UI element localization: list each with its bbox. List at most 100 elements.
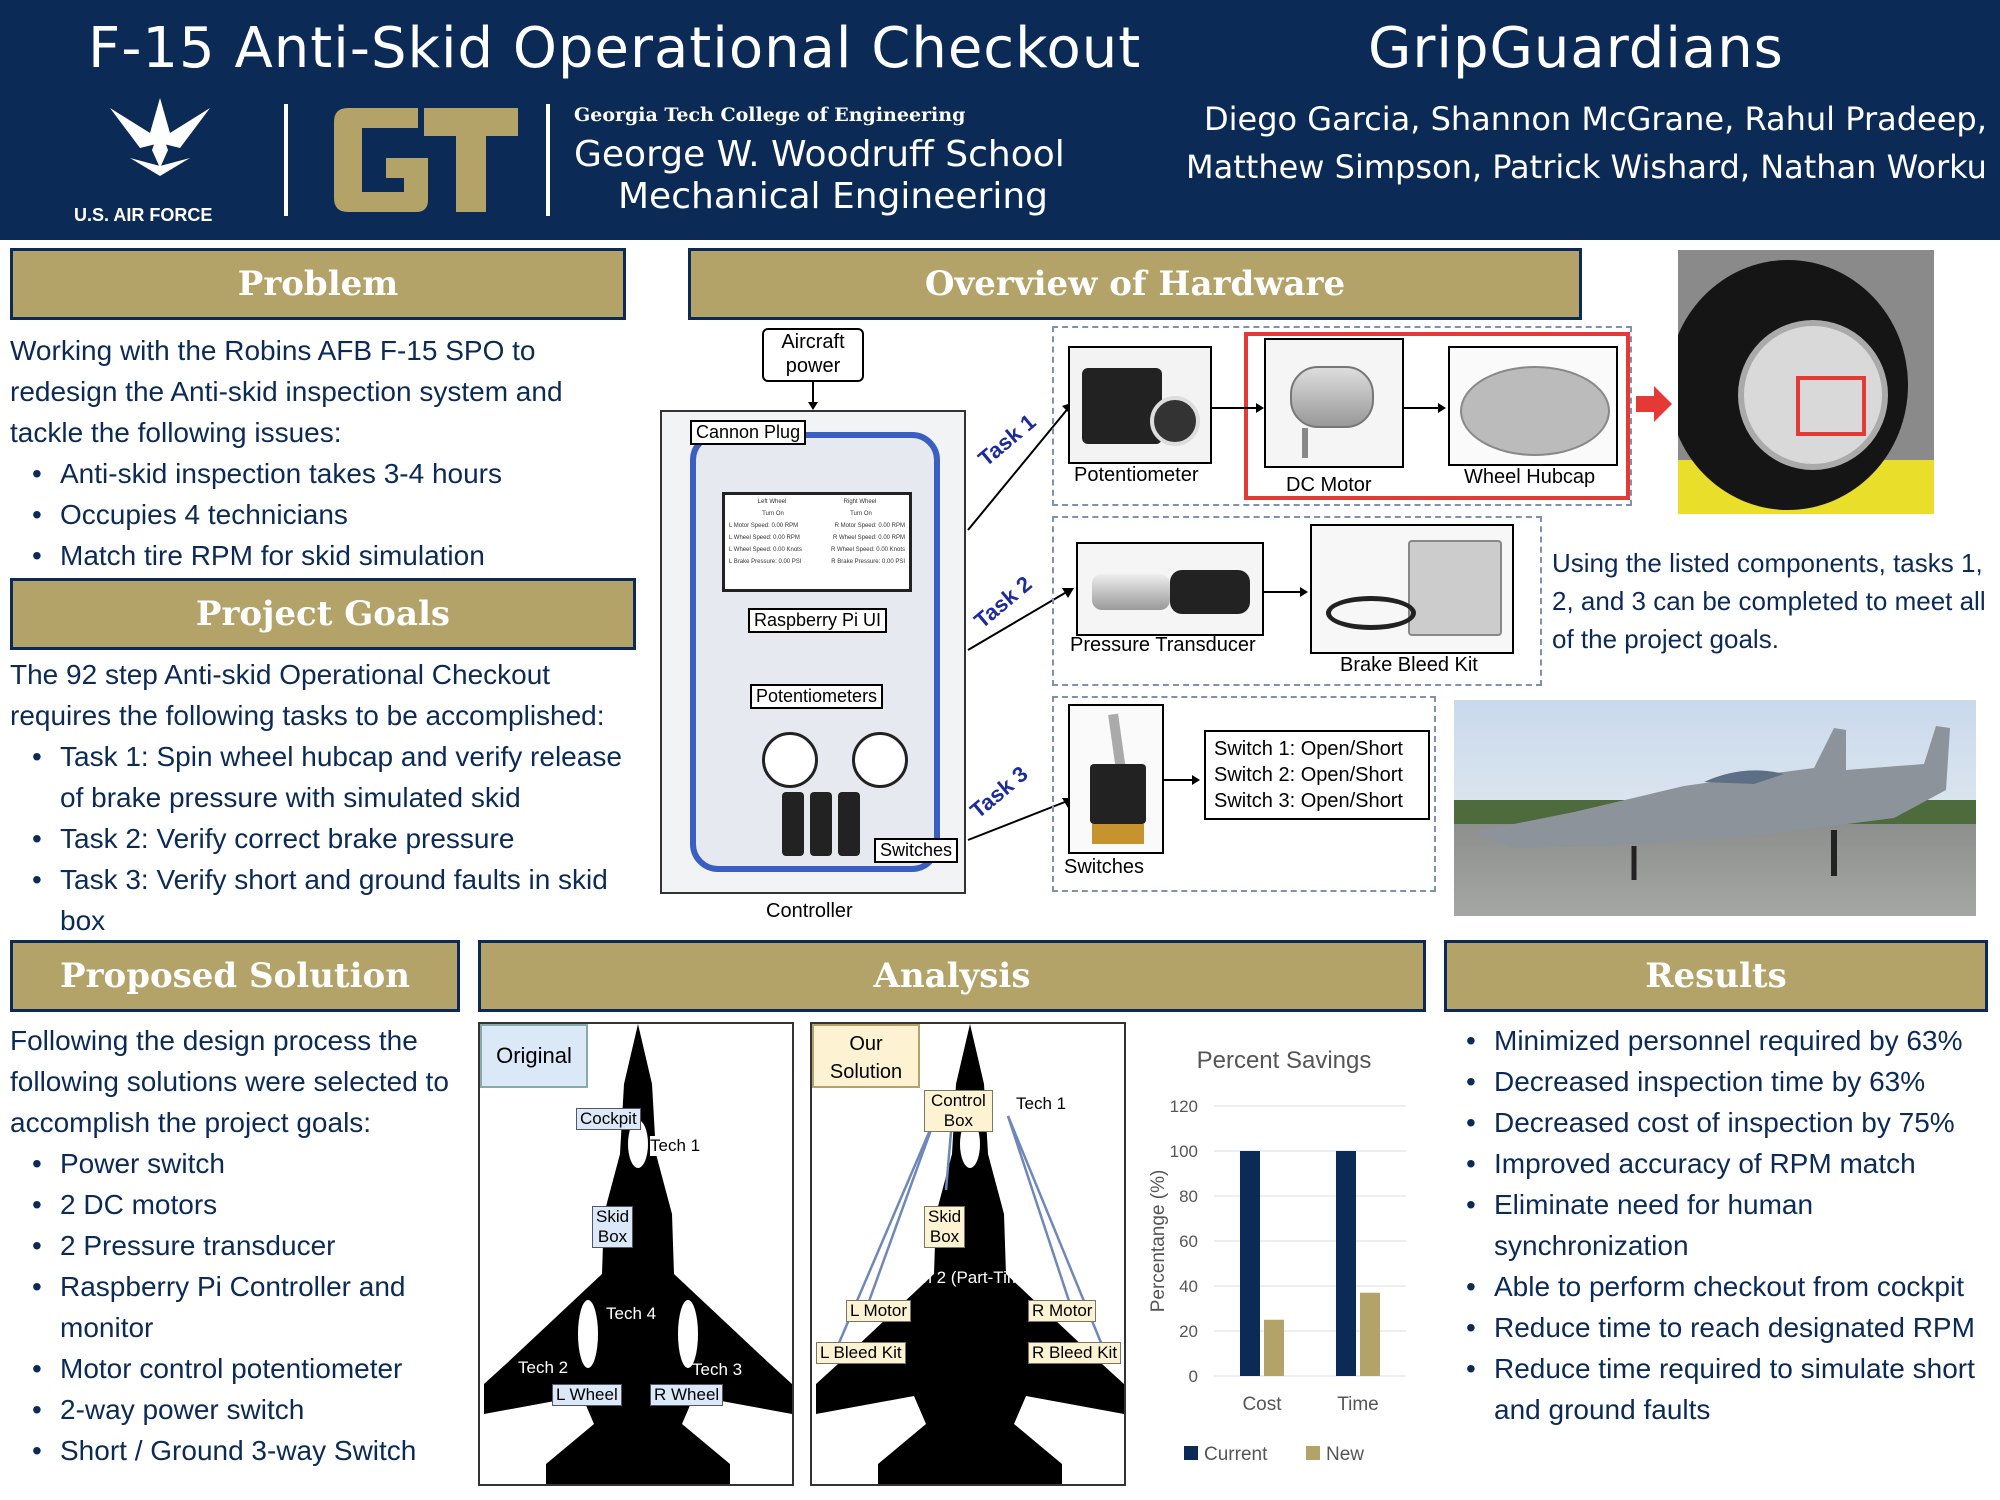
bar-new-time (1360, 1292, 1380, 1376)
gt-school-line-1: George W. Woodruff School (574, 134, 1065, 175)
legend-swatch-new (1306, 1446, 1320, 1460)
y-tick-label: 120 (1170, 1097, 1198, 1116)
task-2-connector (1264, 587, 1308, 597)
aircraft-power-box: Aircraft power (762, 328, 864, 382)
problem-section: Working with the Robins AFB F-15 SPO to … (10, 330, 630, 576)
gt-college: Georgia Tech College of Engineering (574, 104, 966, 126)
hardware-heading: Overview of Hardware (688, 248, 1582, 320)
jet-icon (1474, 726, 1950, 880)
f15-aircraft-photo (1454, 700, 1976, 916)
analysis-heading: Analysis (478, 940, 1426, 1012)
power-arrow-icon (808, 382, 818, 410)
y-tick-label: 40 (1179, 1277, 1198, 1296)
list-item: Eliminate need for human synchronization (1444, 1184, 1996, 1266)
tech2-part-time-label: Tech 2 (Part-Time) (896, 1268, 1037, 1287)
solution-intro: Following the design process the followi… (10, 1025, 449, 1138)
y-tick-label: 100 (1170, 1142, 1198, 1161)
hubcap-icon (1460, 366, 1610, 456)
logo-divider-2 (546, 104, 550, 216)
pressure-transducer-photo (1076, 542, 1264, 636)
list-item: Reduce time required to simulate short a… (1444, 1348, 1996, 1430)
air-force-text: U.S. AIR FORCE (74, 205, 213, 225)
authors-line-2: Matthew Simpson, Patrick Wishard, Nathan… (1186, 148, 1987, 186)
list-item: Task 2: Verify correct brake pressure (10, 818, 646, 859)
list-item: 2 DC motors (10, 1184, 466, 1225)
list-item: Raspberry Pi Controller and monitor (10, 1266, 466, 1348)
solution-section: Following the design process the followi… (10, 1020, 466, 1471)
cockpit-label: Cockpit (576, 1108, 641, 1130)
poster-title: F-15 Anti-Skid Operational Checkout (88, 16, 1142, 81)
bar-new-cost (1264, 1319, 1284, 1376)
solution-list: Power switch 2 DC motors 2 Pressure tran… (10, 1143, 466, 1471)
toggle-switch-icon (838, 792, 860, 856)
y-tick-label: 80 (1179, 1187, 1198, 1206)
wheel-hubcap-label: Wheel Hubcap (1464, 466, 1596, 488)
switch-2-mode: Switch 2: Open/Short (1214, 764, 1403, 786)
list-item: Short / Ground 3-way Switch (10, 1430, 466, 1471)
y-tick-label: 0 (1189, 1367, 1198, 1386)
tech1-label: Tech 1 (650, 1136, 701, 1156)
knob-right-icon (852, 732, 908, 788)
tech3-label: Tech 3 (692, 1360, 743, 1379)
switch-1-mode: Switch 1: Open/Short (1214, 738, 1403, 760)
list-item: 2 Pressure transducer (10, 1225, 466, 1266)
brake-bleed-kit-label: Brake Bleed Kit (1340, 654, 1478, 676)
y-tick-label: 20 (1179, 1322, 1198, 1341)
authors-line-1: Diego Garcia, Shannon McGrane, Rahul Pra… (1204, 100, 1987, 138)
problem-intro: Working with the Robins AFB F-15 SPO to … (10, 335, 563, 448)
hub-highlight (1796, 376, 1866, 436)
potentiometer-label: Potentiometer (1074, 464, 1199, 486)
task-1-group (1052, 326, 1632, 506)
pi-ui-label: Raspberry Pi UI (748, 608, 888, 633)
list-item: Power switch (10, 1143, 466, 1184)
toggle-switch-photo (1068, 704, 1164, 854)
tech2-label: Tech 2 (518, 1358, 569, 1377)
cannon-plug-label: Cannon Plug (690, 420, 807, 445)
problem-list: Anti-skid inspection takes 3-4 hours Occ… (10, 453, 630, 576)
x-tick-label: Cost (1242, 1394, 1282, 1415)
brake-bleed-kit-photo (1310, 524, 1514, 654)
legend-label-current: Current (1204, 1444, 1268, 1465)
r-motor-label: R Motor (1028, 1300, 1097, 1322)
georgia-tech-logo-icon (334, 108, 518, 212)
list-item: 2-way power switch (10, 1389, 466, 1430)
aircraft-power-line-2: power (785, 355, 841, 377)
aircraft-power-line-1: Aircraft (781, 331, 845, 353)
bar-current-cost (1240, 1151, 1260, 1376)
logo-divider (284, 104, 288, 216)
r-bleed-kit-label: R Bleed Kit (1028, 1342, 1122, 1364)
switches-label: Switches (1064, 856, 1145, 878)
goals-heading: Project Goals (10, 578, 636, 650)
pressure-transducer-label: Pressure Transducer (1070, 634, 1256, 656)
list-item: Reduce time to reach designated RPM (1444, 1307, 1996, 1348)
task-1-connectors (1212, 403, 1446, 413)
list-item: Match tire RPM for skid simulation (10, 535, 630, 576)
toggle-switch-icon (782, 792, 804, 856)
wheel-photo (1678, 250, 1934, 514)
bleed-kit-icon (1408, 540, 1502, 636)
hardware-note: Using the listed components, tasks 1, 2,… (1552, 548, 1986, 654)
list-item: Decreased inspection time by 63% (1444, 1061, 1996, 1102)
switch-3-mode: Switch 3: Open/Short (1214, 790, 1403, 812)
x-tick-label: Time (1337, 1394, 1379, 1415)
chart-title: Percent Savings (1197, 1047, 1372, 1074)
r-wheel-label: R Wheel (650, 1384, 724, 1406)
potentiometer-photo (1068, 346, 1212, 464)
team-name: GripGuardians (1368, 16, 1784, 81)
list-item: Motor control potentiometer (10, 1348, 466, 1389)
gt-school-line-2: Mechanical Engineering (618, 176, 1048, 217)
air-force-wings-icon (110, 98, 210, 176)
list-item: Anti-skid inspection takes 3-4 hours (10, 453, 630, 494)
dc-motor-photo (1264, 338, 1404, 468)
chart-svg: Percent Savings020406080100120Percentang… (1148, 1047, 1406, 1465)
task-3-group (1052, 696, 1436, 892)
list-item: Able to perform checkout from cockpit (1444, 1266, 1996, 1307)
